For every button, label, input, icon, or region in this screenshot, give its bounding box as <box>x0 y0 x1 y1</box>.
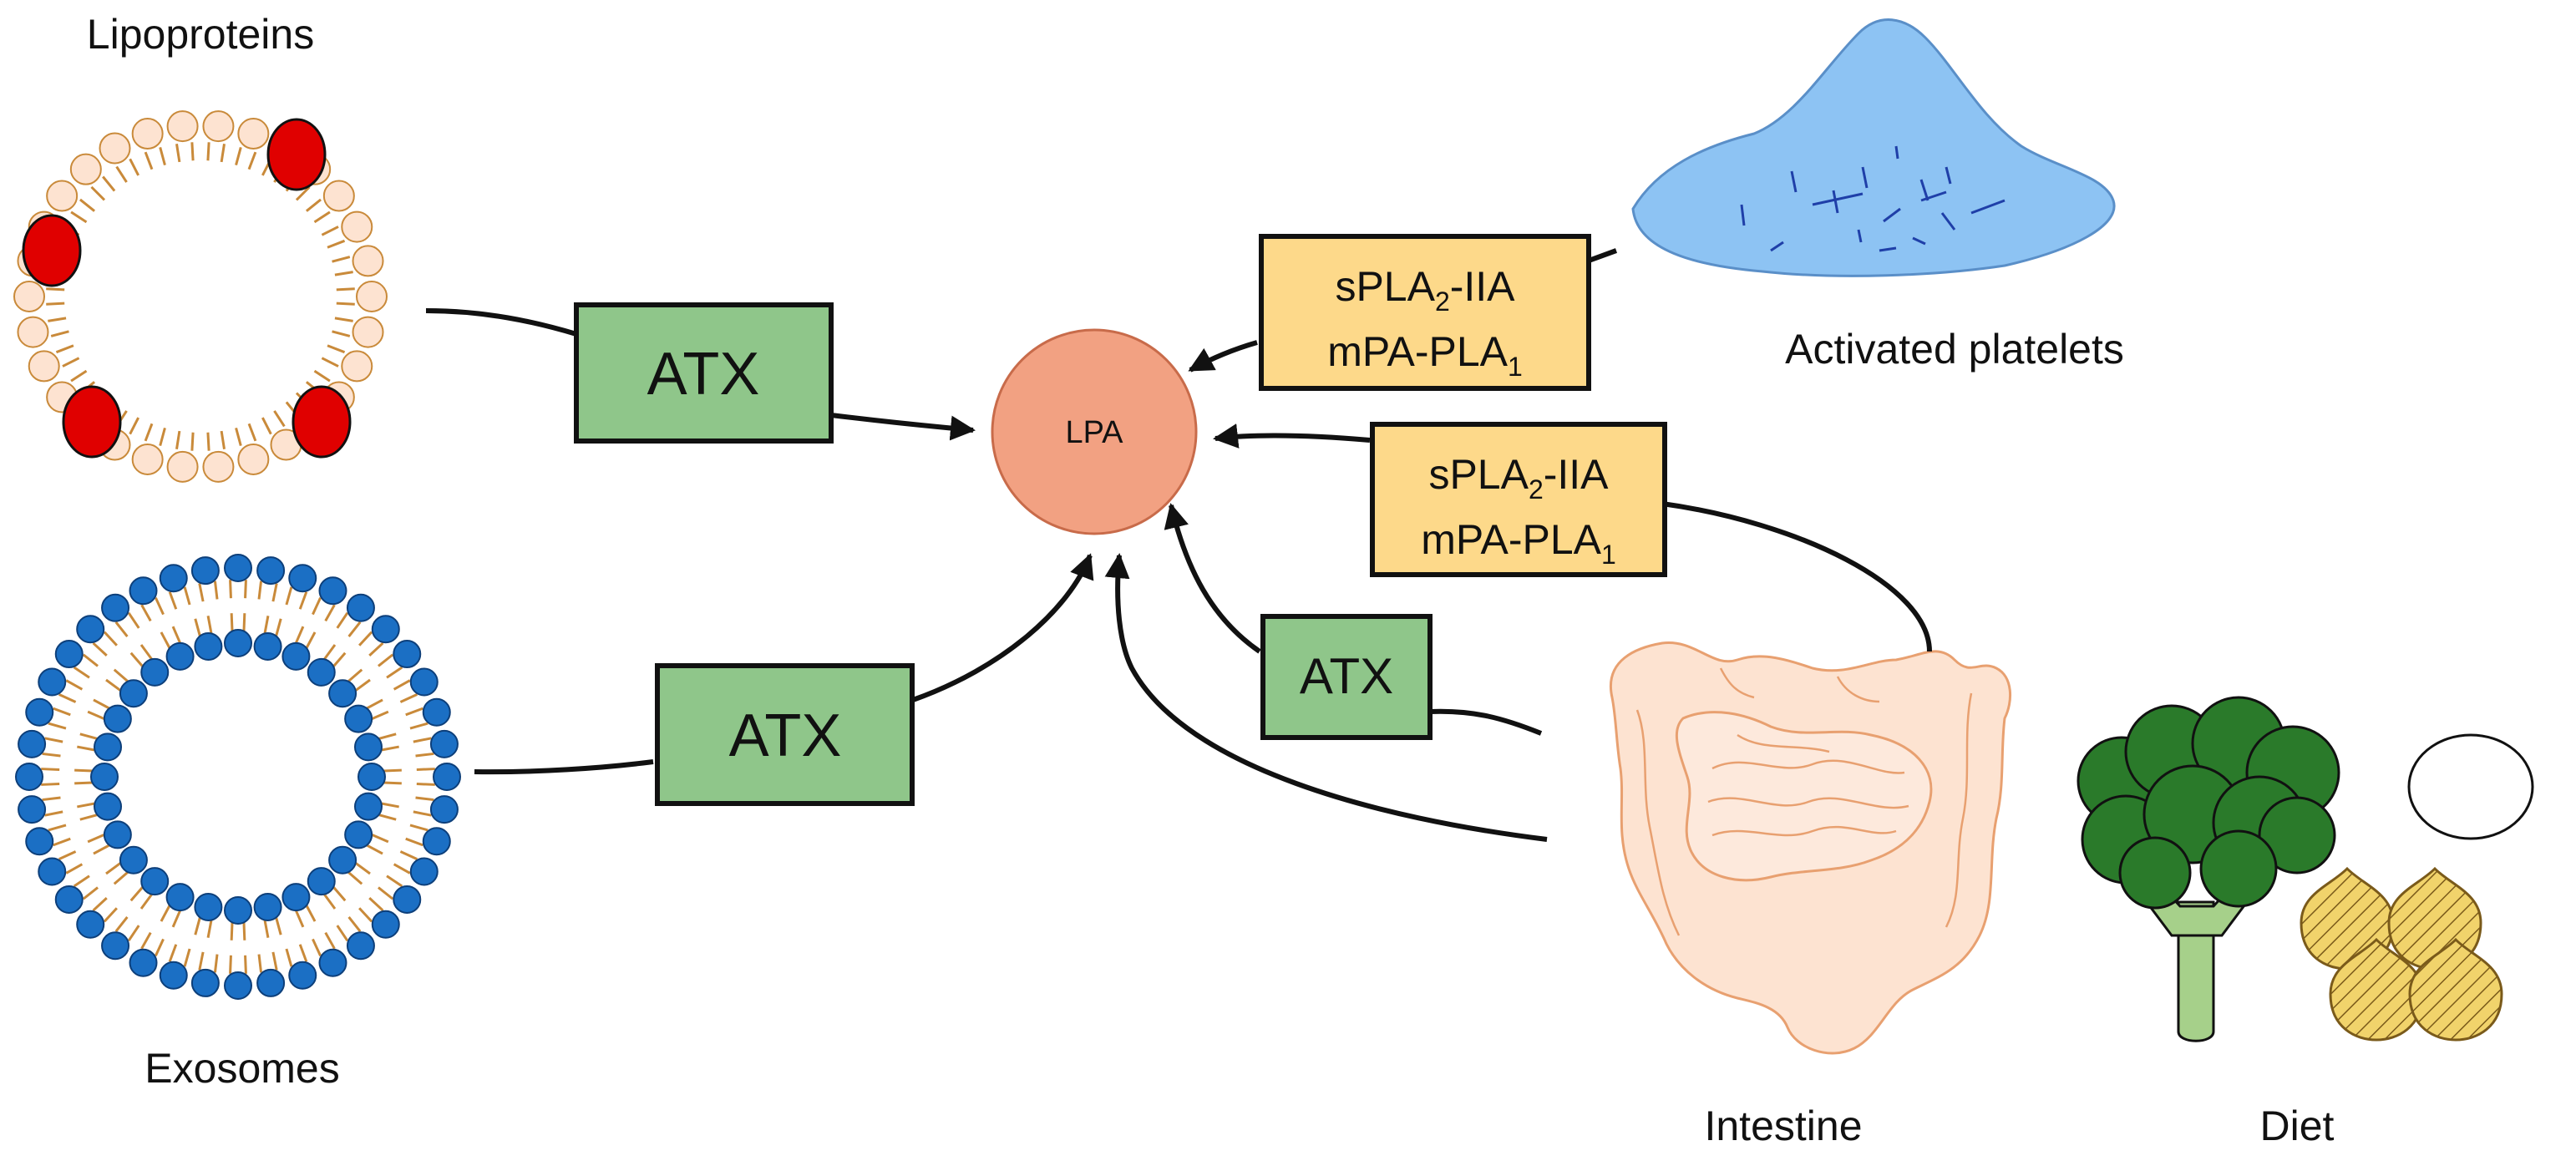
connector-platelets-pla <box>1587 248 1618 263</box>
lpa-label: LPA <box>1065 415 1123 450</box>
mpa-pla1-label-2: mPA-PLA1 <box>1421 516 1616 570</box>
connector-lipoproteins-atx <box>425 308 577 337</box>
lipoprotein-particle <box>13 110 388 483</box>
atx-label-2: ATX <box>729 702 842 769</box>
arrow-atx-lpa-3 <box>1164 503 1261 654</box>
apoprotein-2 <box>22 214 82 287</box>
intestine-illustration <box>1609 641 2012 1055</box>
connector-intestine-pla <box>1661 501 1932 652</box>
apoprotein-4 <box>292 385 352 459</box>
diet-label: Diet <box>2260 1103 2335 1149</box>
activated-platelets-shape <box>1631 18 2116 277</box>
mpa-pla1-label-1: mPA-PLA1 <box>1327 328 1523 382</box>
spla2-iia-label-2: sPLA2-IIA <box>1428 451 1609 504</box>
atx-label-3: ATX <box>1300 648 1393 704</box>
atx-box-intestine: ATX <box>1260 614 1433 740</box>
arrow-intestine-lpa <box>1104 553 1548 842</box>
apoprotein-1 <box>266 118 327 191</box>
intestine-label: Intestine <box>1704 1103 1862 1149</box>
atx-box-exosomes: ATX <box>655 663 915 806</box>
pla-box-platelets: sPLA2-IIA mPA-PLA1 <box>1259 234 1591 391</box>
atx-label-1: ATX <box>647 341 760 408</box>
arrow-atx-lpa-1 <box>830 413 976 441</box>
lpa-node: LPA <box>991 328 1198 535</box>
connector-intestine-atx <box>1429 708 1543 736</box>
arrow-pla-lpa-1 <box>1188 340 1258 373</box>
arrow-pla-lpa-2 <box>1213 423 1371 449</box>
broccoli-icon <box>2077 696 2340 1042</box>
spla2-iia-label-1: sPLA2-IIA <box>1335 263 1515 317</box>
connector-exosomes-atx <box>474 759 654 775</box>
egg-icon <box>2407 733 2534 840</box>
apoprotein-3 <box>62 385 122 459</box>
seeds-icon <box>2300 866 2503 1042</box>
atx-box-lipoproteins: ATX <box>574 302 834 444</box>
activated-platelets-label: Activated platelets <box>1785 326 2124 373</box>
pla-box-intestine: sPLA2-IIA mPA-PLA1 <box>1370 422 1667 577</box>
arrow-atx-lpa-2 <box>911 553 1094 702</box>
exosomes-label: Exosomes <box>145 1045 339 1092</box>
exosome-particle <box>15 554 461 1000</box>
lipoproteins-label: Lipoproteins <box>87 11 314 58</box>
